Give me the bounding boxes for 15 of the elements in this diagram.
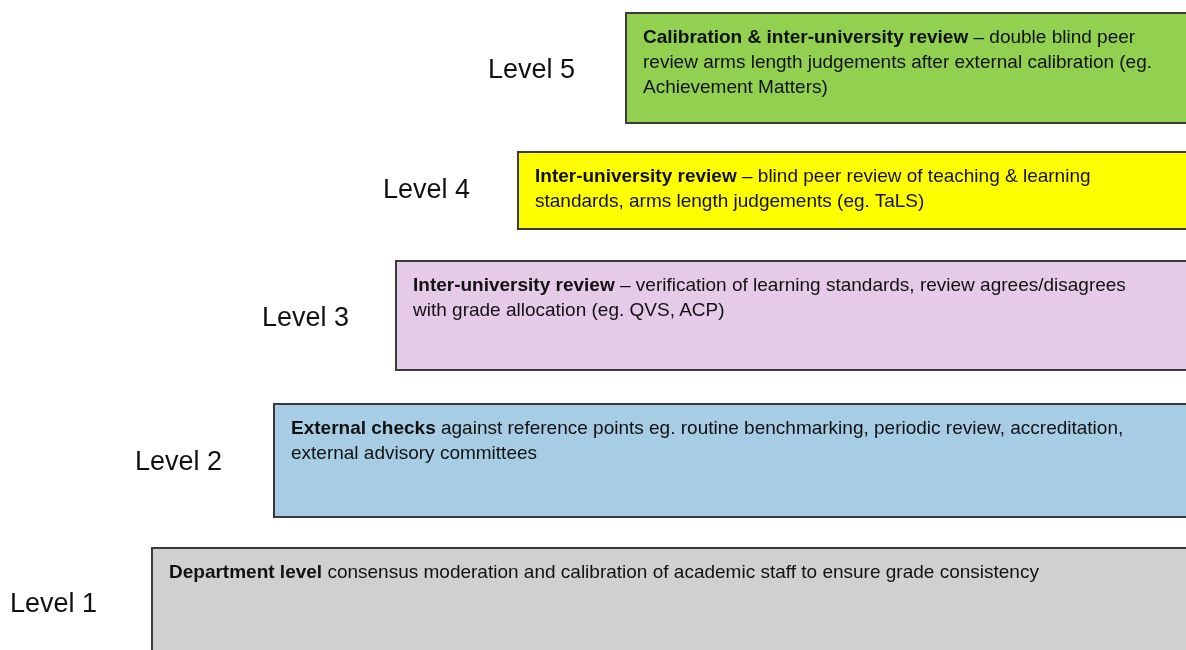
level-label: Level 2 (135, 446, 223, 477)
level-box (517, 151, 1186, 230)
level-label: Level 4 (383, 174, 471, 205)
level-box (625, 12, 1186, 124)
level-label: Level 3 (262, 302, 350, 333)
level-description: Inter-university review – blind peer review of teaching & learning standards, arms length judgements (eg. TaLS) (535, 164, 1092, 213)
level-box (151, 547, 1186, 650)
level-description: Calibration & inter-university review – double blind peer review arms length judgements after external calibration (eg. Achievement Matters) (643, 25, 1154, 99)
level-box (395, 260, 1186, 371)
level-label: Level 5 (488, 54, 576, 85)
level-description: Department level consensus moderation and calibration of academic staff to ensure grade consistency (169, 560, 1040, 584)
level-box (273, 403, 1186, 518)
level-description: External checks against reference points eg. routine benchmarking, periodic review, accreditation, external advisory committees (291, 416, 1125, 465)
level-description: Inter-university review – verification of learning standards, review agrees/disagrees with grade allocation (eg. QVS, ACP) (413, 273, 1127, 322)
level-label: Level 1 (10, 588, 98, 619)
